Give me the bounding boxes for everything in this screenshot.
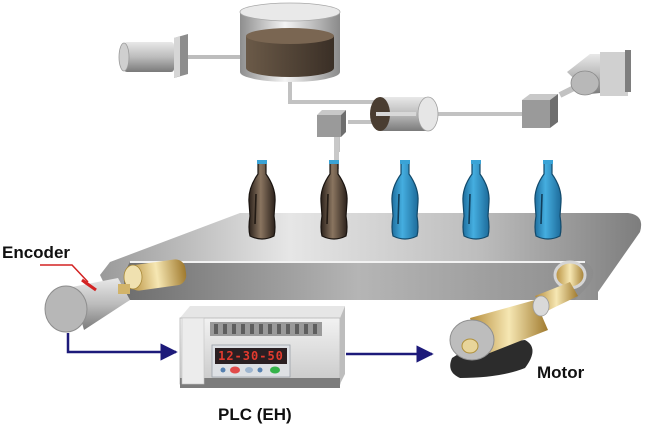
plc-label: PLC (EH) bbox=[218, 405, 292, 424]
filling-piston bbox=[370, 96, 439, 132]
plc-unit bbox=[179, 306, 345, 388]
conveyor-roller-left bbox=[123, 259, 187, 291]
bottle-row bbox=[248, 160, 562, 240]
encoder-label: Encoder bbox=[2, 243, 71, 262]
valve-block-left bbox=[317, 110, 346, 137]
bottle-empty bbox=[391, 160, 419, 240]
encoder-pointer bbox=[40, 264, 97, 292]
bottle-empty bbox=[462, 160, 490, 240]
plc-display-readout: 12-30-50 bbox=[218, 349, 284, 363]
feed-pump-motor bbox=[118, 34, 188, 78]
drive-motor bbox=[449, 282, 578, 378]
bottle-filling bbox=[320, 160, 348, 240]
encoder-to-plc-arrow bbox=[66, 333, 178, 361]
valve-block-right bbox=[522, 94, 558, 128]
actuator-motor bbox=[567, 50, 631, 96]
liquid-tank bbox=[239, 2, 341, 82]
bottle-filled bbox=[248, 160, 276, 240]
encoder-device bbox=[44, 278, 130, 333]
motor-label: Motor bbox=[537, 363, 585, 382]
bottle-empty bbox=[534, 160, 562, 240]
filling-nozzle bbox=[334, 137, 339, 169]
conveyor-belt bbox=[100, 213, 642, 300]
